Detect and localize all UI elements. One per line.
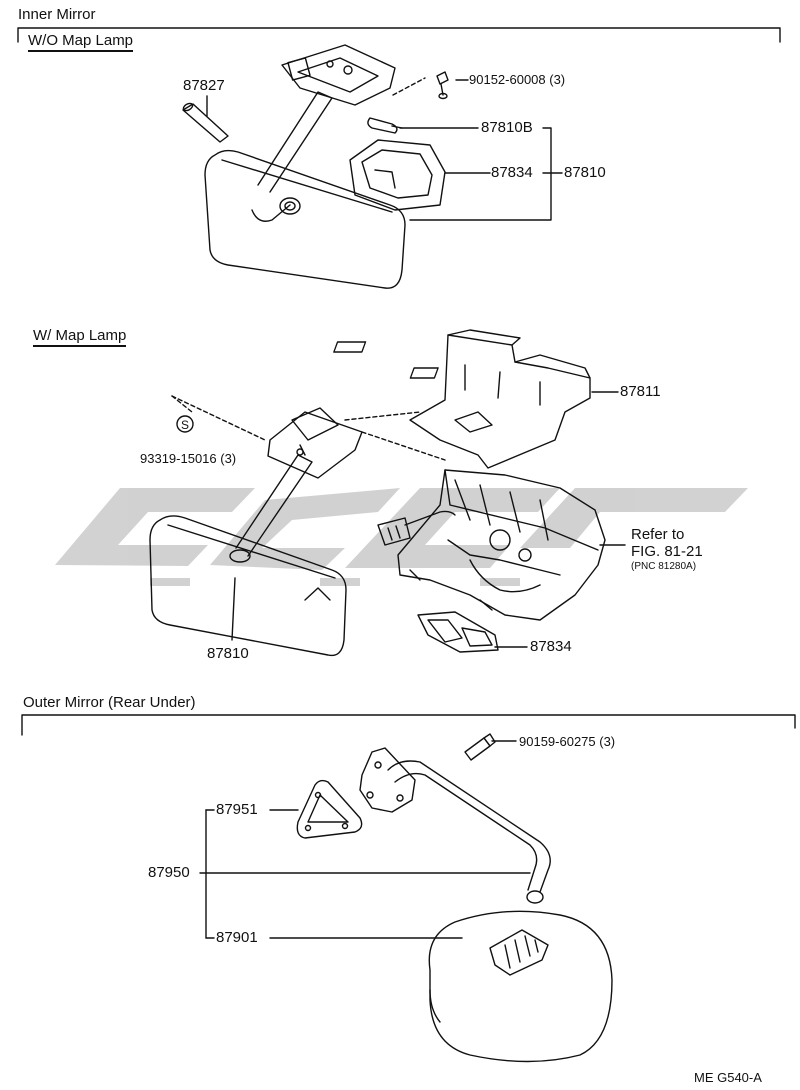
part-87950: 87950 <box>148 864 190 881</box>
s-mark-circle <box>176 415 194 433</box>
wo-map-lamp-leaders <box>206 79 563 221</box>
part-87810-wo: 87810 <box>564 164 606 181</box>
s-mark-label: S <box>181 418 189 432</box>
outer-mirror-bracket <box>21 714 796 736</box>
part-90152-60008: 90152-60008 (3) <box>469 72 566 87</box>
wo-map-lamp-mirror-drawing <box>182 44 449 289</box>
refer-pnc-label: (PNC 81280A) <box>631 561 697 572</box>
part-93319-15016: 93319-15016 (3) <box>140 451 237 466</box>
part-87834-w: 87834 <box>530 638 572 655</box>
outer-mirror-heading: Outer Mirror (Rear Under) <box>23 694 196 711</box>
inner-mirror-heading: Inner Mirror <box>18 6 96 23</box>
w-map-lamp-mirror-drawing <box>149 329 606 657</box>
outer-mirror-drawing <box>296 733 613 1063</box>
wo-map-lamp-heading: W/O Map Lamp <box>28 33 134 52</box>
part-87810-w: 87810 <box>207 645 249 662</box>
refer-to-label: Refer to <box>631 526 685 543</box>
part-87811: 87811 <box>620 383 661 400</box>
inner-mirror-bracket <box>17 27 781 43</box>
part-90159-60275: 90159-60275 (3) <box>519 734 616 749</box>
refer-fig-label: FIG. 81-21 <box>631 543 703 560</box>
watermark-logo <box>55 488 748 586</box>
part-87834-wo: 87834 <box>491 164 533 181</box>
outer-mirror-leaders <box>199 740 531 939</box>
figure-code: ME G540-A <box>694 1070 762 1085</box>
part-87951: 87951 <box>216 801 258 818</box>
part-87901: 87901 <box>216 929 258 946</box>
part-87810b: 87810B <box>481 119 533 136</box>
w-map-lamp-heading: W/ Map Lamp <box>33 328 127 347</box>
part-87827: 87827 <box>183 77 225 94</box>
w-map-lamp-leaders <box>231 391 626 648</box>
